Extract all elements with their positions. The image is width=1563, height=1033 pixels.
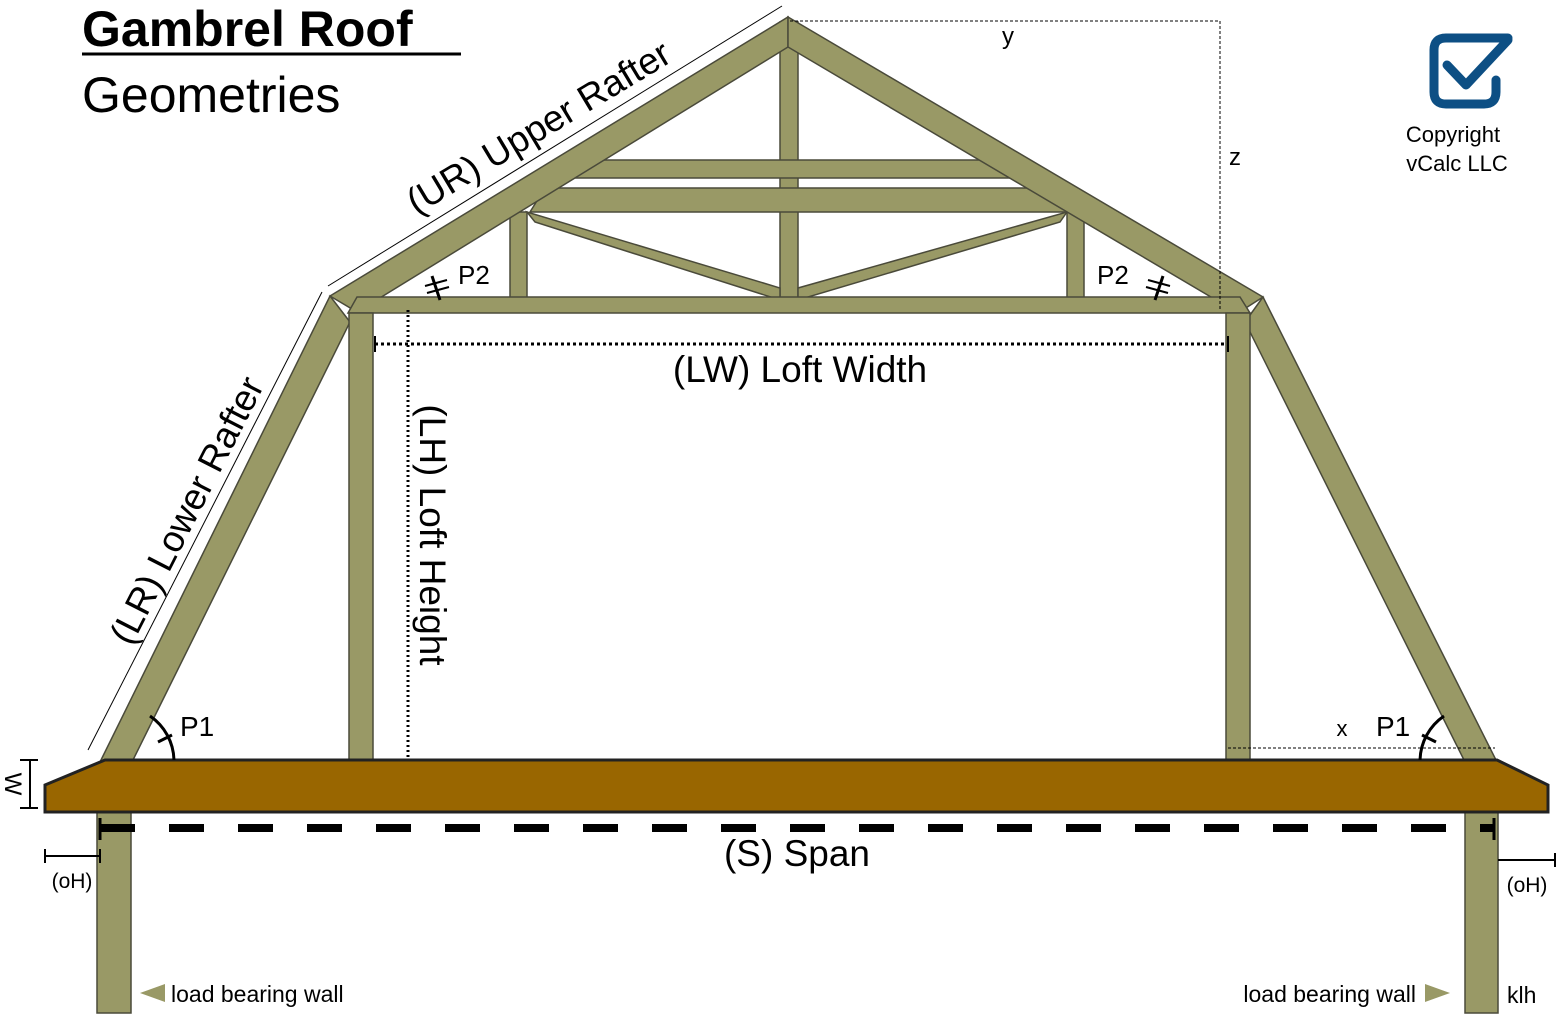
- title-line2: Geometries: [82, 67, 340, 123]
- p1-right-angle-arc: [1418, 714, 1445, 761]
- right-wall-arrow-icon: [1425, 984, 1450, 1002]
- span-label: (S) Span: [724, 833, 870, 874]
- left-load-bearing-wall: [96, 811, 132, 1014]
- right-loft-post: [1225, 312, 1251, 761]
- loft-width-label: (LW) Loft Width: [673, 349, 927, 390]
- p1-left-label: P1: [180, 711, 214, 742]
- upper-collar-tie: [570, 159, 1022, 179]
- lower-rafter-dimension: [87, 291, 323, 751]
- right-short-post: [1066, 211, 1085, 299]
- upper-rafter-dimension: [327, 5, 783, 287]
- p2-left-angle-mark: [430, 275, 442, 301]
- overhang-left-label: (oH): [52, 870, 93, 893]
- overhang-right-label: (oH): [1507, 874, 1548, 897]
- p2-left-label: P2: [458, 260, 490, 290]
- right-lower-rafter: [1244, 295, 1499, 763]
- p1-left-angle-arc: [149, 714, 176, 761]
- wall-right-label: load bearing wall: [1243, 981, 1416, 1007]
- p2-right-label: P2: [1097, 260, 1129, 290]
- x-label: x: [1337, 716, 1348, 741]
- z-label: z: [1229, 144, 1241, 171]
- left-lower-rafter: [98, 294, 351, 763]
- floor-joist: [43, 758, 1550, 814]
- copyright-line2: vCalc LLC: [1406, 151, 1508, 176]
- right-diagonal-web: [797, 210, 1069, 302]
- p1-right-label: P1: [1376, 711, 1410, 742]
- copyright-line1: Copyright: [1406, 122, 1500, 147]
- left-loft-post: [348, 312, 374, 761]
- left-short-post: [509, 211, 528, 299]
- checkbox-check-icon: [1429, 33, 1513, 109]
- loft-ceiling-joist: [346, 296, 1252, 314]
- klh-label: klh: [1507, 982, 1536, 1008]
- title-line1: Gambrel Roof: [82, 1, 413, 57]
- left-diagonal-web: [524, 210, 781, 302]
- w-label: W: [0, 773, 26, 796]
- loft-height-label: (LH) Loft Height: [412, 404, 453, 666]
- collar-tie: [528, 187, 1070, 213]
- left-wall-arrow-icon: [140, 984, 165, 1002]
- p2-right-angle-mark: [1153, 275, 1165, 301]
- y-label: y: [1002, 23, 1014, 50]
- right-load-bearing-wall: [1464, 811, 1499, 1014]
- wall-left-label: load bearing wall: [171, 981, 344, 1007]
